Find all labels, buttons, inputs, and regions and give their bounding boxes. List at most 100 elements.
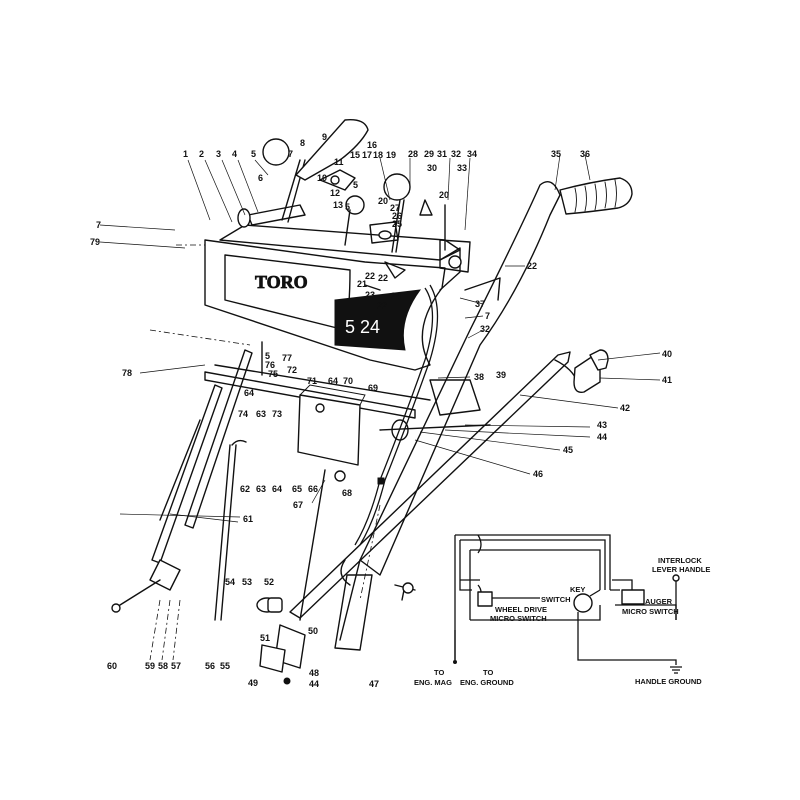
callout-label: 5 [345, 202, 350, 212]
callout-label: 38 [474, 372, 484, 382]
handle-grip [559, 177, 633, 215]
callout-label: 65 [292, 484, 302, 494]
callout-label: 36 [580, 149, 590, 159]
callout-label: 10 [317, 173, 327, 183]
callout-label: 33 [457, 163, 467, 173]
callout-label: 5 [251, 149, 256, 159]
callout-label: 56 [205, 661, 215, 671]
callout-label: 45 [563, 445, 573, 455]
callout-label: 30 [427, 163, 437, 173]
callout-label: 57 [171, 661, 181, 671]
callout-label: 22 [527, 261, 537, 271]
callout-label: 51 [260, 633, 270, 643]
callout-label: 39 [496, 370, 506, 380]
callout-label: 23 [365, 290, 375, 300]
callout-label: 68 [342, 488, 352, 498]
callout-label: 4 [232, 149, 237, 159]
callout-label: 46 [533, 469, 543, 479]
control-rods [111, 419, 326, 621]
bracket-plate [297, 384, 366, 482]
callout-label: 22 [378, 273, 388, 283]
auger-label-line2: MICRO SWITCH [622, 607, 679, 616]
callout-label: 59 [145, 661, 155, 671]
callout-label: 6 [258, 173, 263, 183]
control-cable [354, 284, 439, 546]
callout-label: 20 [378, 196, 388, 206]
wheel-drive-micro-switch [477, 591, 493, 607]
callout-label: 64 [272, 484, 282, 494]
callout-label: 32 [480, 324, 490, 334]
auger-label-line1: AUGER [645, 597, 673, 606]
wheel-drive-label-line1: WHEEL DRIVE [495, 605, 547, 614]
callout-label: 40 [662, 349, 672, 359]
callout-label: 74 [238, 409, 248, 419]
callout-label: 63 [256, 484, 266, 494]
callout-label: 20 [439, 190, 449, 200]
callout-label: 54 [225, 577, 235, 587]
handle-base [340, 277, 501, 586]
callout-label: 58 [158, 661, 168, 671]
callout-label: 8 [300, 138, 305, 148]
panel-model: 5 24 [345, 317, 380, 337]
callout-label: 22 [377, 301, 387, 311]
callout-label: 1 [183, 149, 188, 159]
callout-label: 62 [240, 484, 250, 494]
callout-label: 21 [357, 279, 367, 289]
callout-label: 47 [369, 679, 379, 689]
callout-label: 72 [287, 365, 297, 375]
callout-label: 22 [365, 271, 375, 281]
callout-label: 17 [362, 150, 372, 160]
callout-label: 71 [307, 376, 317, 386]
callout-label: 32 [451, 149, 461, 159]
interlock-label-line1: INTERLOCK [658, 556, 702, 565]
callout-label: 67 [293, 500, 303, 510]
leader-lines [99, 154, 661, 523]
key-switch [573, 593, 593, 613]
callout-label: 13 [333, 200, 343, 210]
callout-label: 24 [391, 291, 401, 301]
callout-label: 42 [620, 403, 630, 413]
key-switch-label-line1: KEY [570, 585, 585, 594]
left-handle-rod [149, 349, 253, 591]
interlock-lever [289, 349, 609, 619]
callout-label: 28 [408, 149, 418, 159]
eng-mag-label-line2: ENG. MAG [414, 678, 452, 687]
callout-label: 5 [353, 180, 358, 190]
auger-micro-switch [621, 589, 645, 605]
top-mechanism [237, 119, 471, 291]
callout-label: 77 [282, 353, 292, 363]
callout-label: 79 [90, 237, 100, 247]
handle-ground-label: HANDLE GROUND [635, 677, 702, 686]
callout-label: 49 [248, 678, 258, 688]
callout-label: 37 [475, 299, 485, 309]
callout-label: 11 [334, 157, 344, 167]
callout-label: 2 [199, 149, 204, 159]
panel-brand: TORO [255, 272, 308, 292]
callout-label: 50 [308, 626, 318, 636]
callout-label: 60 [107, 661, 117, 671]
callout-label: 9 [322, 132, 327, 142]
wheel-drive-label-line2: MICRO SWITCH [490, 614, 547, 623]
eng-ground-label-line1: TO [483, 668, 493, 677]
callout-label: 52 [264, 577, 274, 587]
callout-label: 18 [373, 150, 383, 160]
callout-label: 34 [467, 149, 477, 159]
callout-label: 69 [368, 383, 378, 393]
callout-label: 70 [343, 376, 353, 386]
interlock-label-line2: LEVER HANDLE [652, 565, 710, 574]
callout-label: 5 [265, 351, 270, 361]
callout-label: 7 [96, 220, 101, 230]
eng-ground-label-line2: ENG. GROUND [460, 678, 514, 687]
centerlines [149, 244, 381, 661]
callout-label: 7 [485, 311, 490, 321]
key-switch-label-line2: SWITCH [541, 595, 571, 604]
callout-label: 7 [288, 149, 293, 159]
control-panel: TORO 5 24 [204, 224, 461, 371]
callout-label: 75 [268, 369, 278, 379]
callout-label: 78 [122, 368, 132, 378]
callout-label: 19 [386, 150, 396, 160]
callout-label: 53 [242, 577, 252, 587]
handle-assembly [334, 181, 561, 651]
callout-label: 63 [256, 409, 266, 419]
